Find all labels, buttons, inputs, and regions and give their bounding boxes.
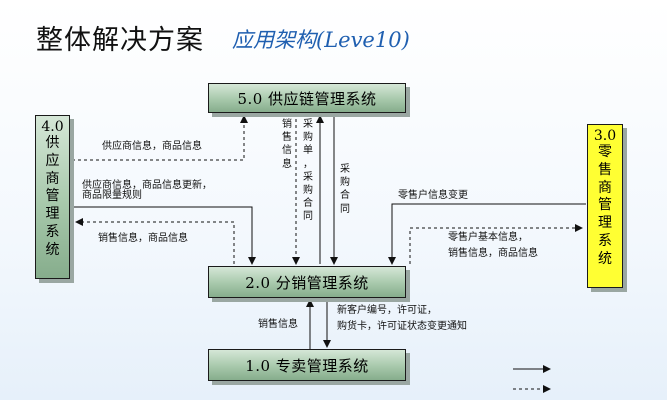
label-new-customer-line1: 新客户编号，许可证， — [337, 305, 437, 316]
page-subtitle: 应用架构(Leve10) — [232, 28, 410, 52]
supplier-system-char: 商 — [45, 170, 60, 187]
retailer-system-char: 统 — [598, 250, 612, 267]
label-vertical-sales-info: 销 售 信 息 — [280, 118, 294, 171]
retailer-system-char: 管 — [598, 197, 612, 214]
retailer-system-char: 售 — [598, 161, 612, 178]
vertical-char: 同 — [340, 203, 350, 215]
vertical-char: ， — [303, 158, 313, 170]
arrow-distribution-to-retailer — [409, 224, 583, 264]
supply-chain-system-label: 5.0 供应链管理系统 — [237, 89, 377, 108]
vertical-char: 合 — [340, 190, 350, 202]
retailer-system-char: 系 — [598, 232, 612, 249]
vertical-char: 信 — [282, 145, 292, 157]
label-new-customer-line2: 购货卡，许可证状态变更通知 — [337, 321, 467, 332]
supplier-system-char: 管 — [45, 188, 60, 205]
distribution-system-label: 2.0 分销管理系统 — [245, 273, 369, 292]
label-sales-info-left: 销售信息，商品信息 — [98, 233, 188, 244]
label-sales-info-bottom: 销售信息 — [258, 319, 298, 330]
retailer-system-number: 3.0 — [593, 128, 617, 144]
label-vertical-purchase-order: 采 购 单 ， 采 购 合 同 — [301, 118, 315, 224]
supply-chain-system-box: 5.0 供应链管理系统 — [208, 83, 406, 113]
vertical-char: 购 — [303, 132, 313, 144]
vertical-char: 采 — [303, 171, 313, 183]
retailer-system-char: 零 — [598, 144, 612, 160]
label-vertical-purchase-contract: 采 购 合 同 — [338, 163, 352, 216]
vertical-char: 息 — [282, 158, 292, 170]
arrow-supplier-to-distribution — [72, 206, 256, 265]
page-title: 整体解决方案 — [36, 25, 204, 56]
monopoly-system-label: 1.0 专卖管理系统 — [245, 356, 369, 375]
supplier-system-char: 系 — [45, 223, 60, 240]
vertical-char: 购 — [340, 177, 350, 189]
vertical-char: 合 — [303, 198, 313, 210]
retailer-system-char: 商 — [598, 179, 612, 196]
supplier-system-char: 应 — [45, 152, 60, 169]
arrow-supplier-to-supplychain — [72, 115, 248, 161]
supplier-system-box: 4.0 供 应 商 管 理 系 统 — [35, 115, 70, 279]
vertical-char: 售 — [282, 132, 292, 144]
supplier-system-char: 统 — [45, 241, 60, 258]
vertical-char: 采 — [340, 164, 350, 175]
label-supplier-update-line2: 商品限量规则 — [82, 190, 142, 201]
retailer-system-box: 3.0 零 售 商 管 理 系 统 — [587, 124, 623, 288]
vertical-char: 同 — [303, 211, 313, 223]
label-retailer-basic-line1: 零售户基本信息， — [448, 232, 528, 243]
vertical-char: 单 — [303, 145, 313, 157]
vertical-char: 购 — [303, 185, 313, 197]
label-retailer-change: 零售户信息变更 — [398, 190, 468, 201]
supplier-system-char: 理 — [45, 206, 60, 223]
label-retailer-basic-line2: 销售信息，商品信息 — [448, 248, 538, 259]
vertical-char: 采 — [303, 119, 313, 130]
label-supplier-info: 供应商信息，商品信息 — [102, 141, 202, 152]
supplier-system-number: 4.0 — [41, 119, 64, 135]
distribution-system-box: 2.0 分销管理系统 — [208, 266, 406, 298]
monopoly-system-box: 1.0 专卖管理系统 — [208, 349, 406, 381]
supplier-system-char: 供 — [45, 135, 60, 151]
label-supplier-update-line1: 供应商信息，商品信息更新， — [82, 180, 212, 191]
arrow-distribution-to-supplier — [75, 218, 235, 264]
arrow-retailer-to-distribution — [388, 203, 586, 265]
retailer-system-char: 理 — [598, 215, 612, 232]
vertical-char: 销 — [282, 119, 292, 130]
